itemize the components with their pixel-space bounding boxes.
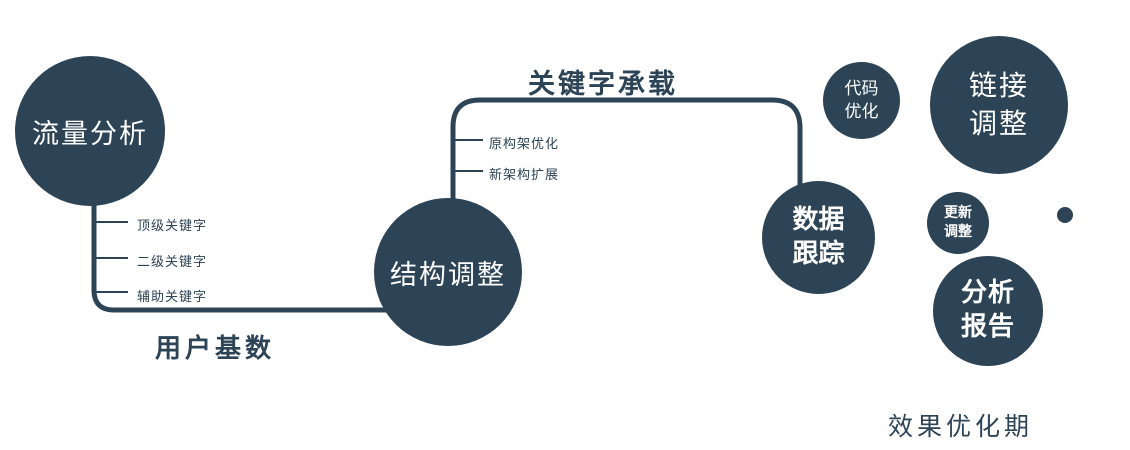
edge-label-user-base: 用户基数 <box>155 334 276 364</box>
node-update-adjustment: 更新 调整 <box>927 192 989 254</box>
node-label-line1: 数据 <box>792 204 845 235</box>
bullet-dot <box>1057 207 1073 223</box>
node-label: 流量分析 <box>32 118 148 150</box>
node-structure-adjustment: 结构调整 <box>374 198 522 346</box>
node-label-line2: 跟踪 <box>792 238 845 269</box>
node-label-line1: 分析 <box>960 278 1015 309</box>
node-label-line2: 优化 <box>844 101 879 122</box>
node-label-line2: 调整 <box>944 224 972 240</box>
node-traffic-analysis: 流量分析 <box>15 56 165 206</box>
flow-line-user-base <box>91 198 398 313</box>
node-label: 结构调整 <box>390 259 506 291</box>
flow-line-keyword-bearing <box>450 97 803 200</box>
node-label-line1: 链接 <box>968 69 1029 103</box>
node-label-line1: 更新 <box>944 205 972 222</box>
tick-label-secondary-keywords: 二级关键字 <box>137 255 208 270</box>
tick-label-new-architecture: 新架构扩展 <box>489 168 560 183</box>
caption-effect-optimization-period: 效果优化期 <box>888 412 1034 441</box>
node-analysis-report: 分析 报告 <box>933 256 1043 366</box>
node-link-adjustment: 链接 调整 <box>930 36 1068 174</box>
node-label-line1: 代码 <box>844 78 879 99</box>
edge-label-keyword-bearing: 关键字承载 <box>528 69 678 100</box>
tick-label-auxiliary-keywords: 辅助关键字 <box>137 290 208 305</box>
node-label-line2: 报告 <box>960 312 1015 342</box>
tick-label-top-keywords: 顶级关键字 <box>137 219 208 234</box>
node-data-tracking: 数据 跟踪 <box>762 181 875 294</box>
node-code-optimization: 代码 优化 <box>823 62 900 139</box>
tick-label-original-architecture: 原构架优化 <box>489 137 560 152</box>
node-label-line2: 调整 <box>968 107 1029 140</box>
